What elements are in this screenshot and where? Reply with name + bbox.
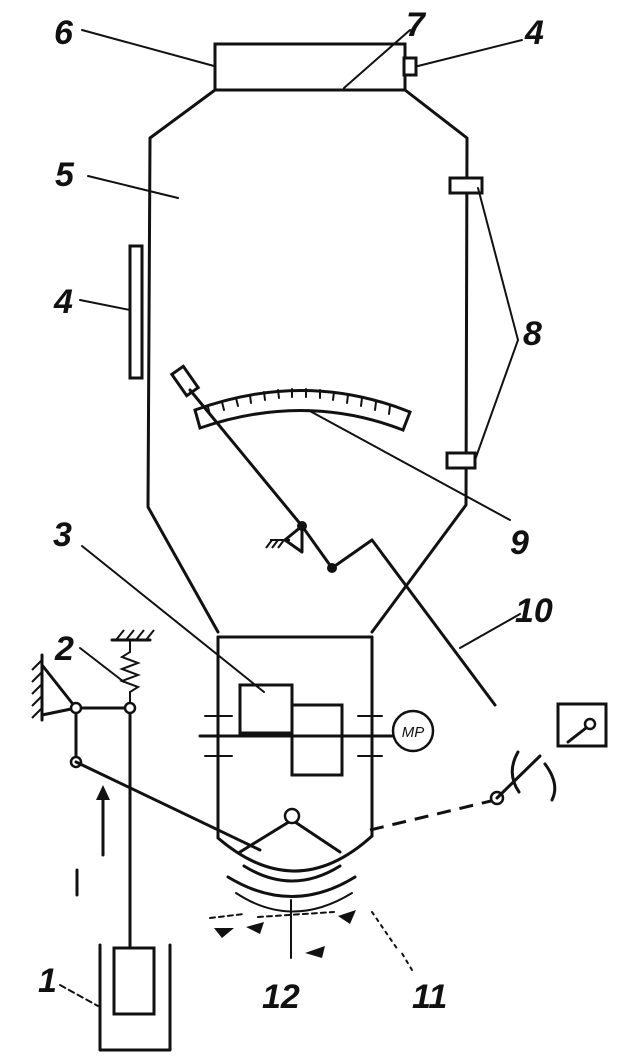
motor-label: MP: [402, 724, 425, 741]
callout-labels: 6 7 4 5 4 8 9 3 10 2 1 12 11: [38, 6, 553, 1016]
linkage-2: [31, 629, 262, 948]
label-12: 12: [262, 978, 300, 1016]
motor-mp: MP: [391, 709, 435, 753]
label-4-top: 4: [524, 14, 544, 52]
label-1: 1: [38, 962, 57, 1000]
label-8: 8: [523, 315, 542, 353]
scale-9: [193, 388, 412, 432]
inspection-window-4: [128, 244, 144, 380]
label-9: 9: [510, 524, 529, 562]
float-vessel-1: [98, 943, 172, 1052]
label-3: 3: [53, 516, 72, 554]
label-4-left: 4: [53, 283, 73, 321]
remote-indicator: [369, 702, 608, 832]
flanges-8: [445, 176, 484, 470]
label-7: 7: [406, 6, 427, 44]
rotor-block-3: [238, 683, 294, 735]
pointer-lever: [169, 364, 497, 707]
cone-valve-12: [226, 807, 357, 913]
port-4-top: [402, 56, 418, 77]
label-10: 10: [515, 592, 553, 630]
label-5: 5: [55, 156, 75, 194]
label-2: 2: [54, 630, 74, 668]
label-6: 6: [54, 14, 74, 52]
stator-block: [290, 703, 344, 777]
vessel-body: [146, 88, 469, 639]
lower-chamber: [198, 635, 398, 873]
leader-lines: [59, 29, 523, 1007]
label-11: 11: [412, 978, 447, 1016]
top-cap: [213, 42, 418, 92]
sector-arrows-11: [209, 910, 399, 958]
